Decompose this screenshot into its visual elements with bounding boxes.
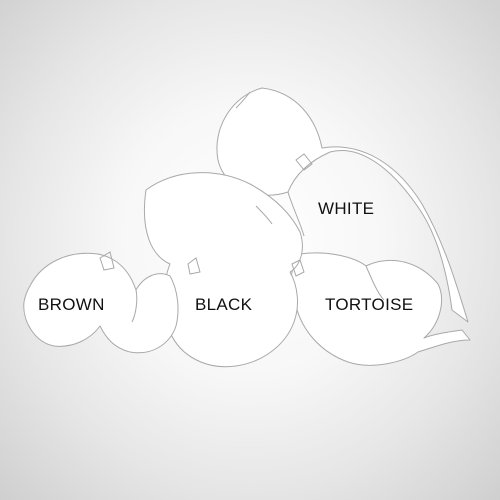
brown-sunglasses-outline	[23, 251, 179, 354]
color-label-tortoise: TORTOISE	[325, 295, 414, 314]
color-label-white: WHITE	[318, 199, 375, 218]
color-label-black: BLACK	[195, 295, 253, 314]
color-label-brown: BROWN	[38, 295, 105, 314]
